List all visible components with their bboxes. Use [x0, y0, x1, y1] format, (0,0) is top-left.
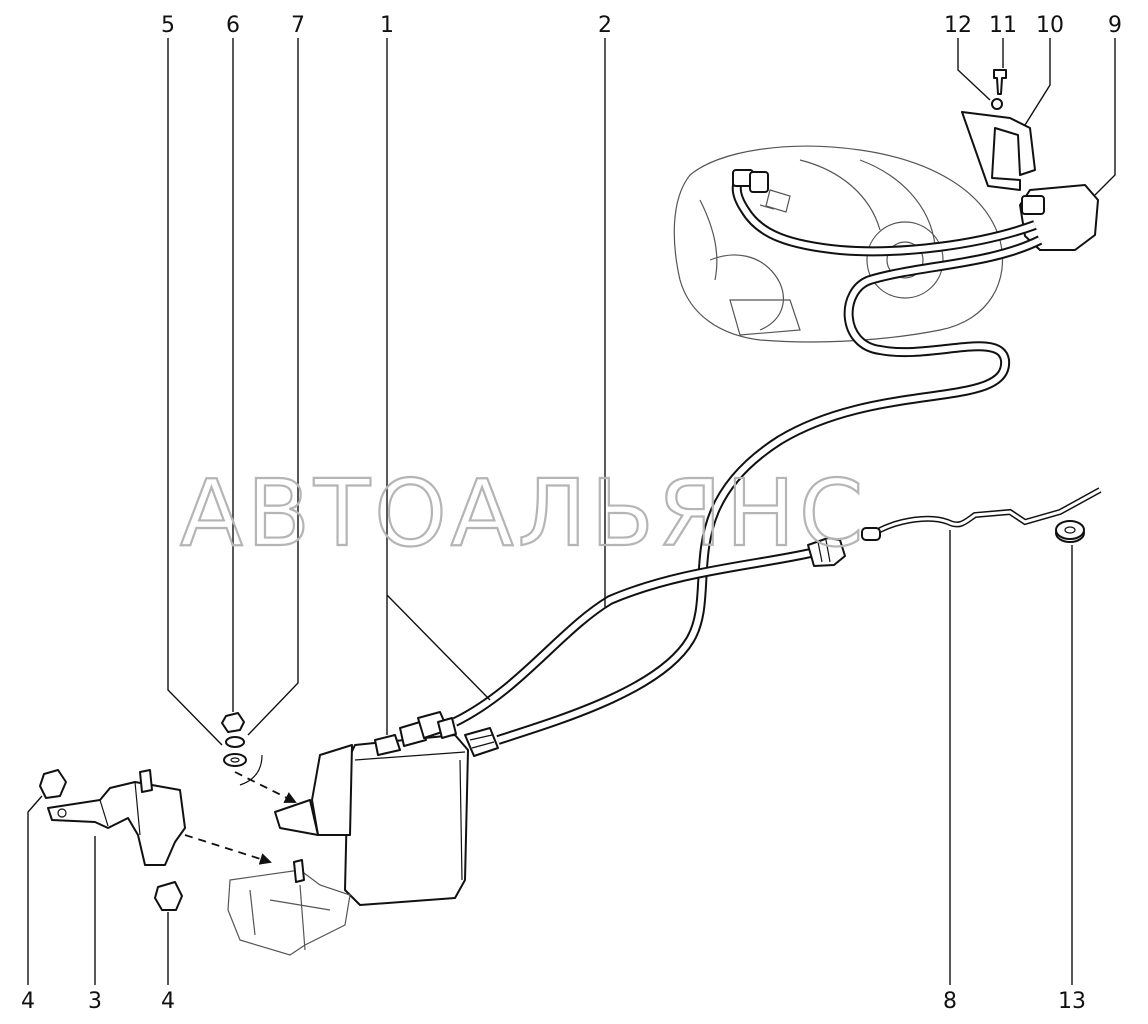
bolt-11 — [993, 69, 1007, 95]
valve-assembly — [961, 69, 1099, 251]
washer-12 — [991, 98, 1003, 110]
engine-block-sketch — [673, 145, 1004, 343]
callout-11: 11 — [989, 13, 1017, 38]
bracket-3 — [39, 769, 186, 911]
callout-3: 3 — [88, 989, 102, 1014]
grommet-13 — [1055, 520, 1085, 543]
body-mount-sketch — [227, 859, 351, 956]
hose-connector — [807, 537, 846, 567]
assembly-arrow-lower — [184, 834, 272, 865]
canister-1 — [274, 711, 499, 906]
leader-lines — [27, 38, 1116, 985]
callout-12: 12 — [944, 13, 972, 38]
callout-8: 8 — [943, 989, 957, 1014]
callout-5: 5 — [161, 13, 175, 38]
callout-9: 9 — [1108, 13, 1122, 38]
callout-4-right: 4 — [161, 989, 175, 1014]
callout-4-left: 4 — [21, 989, 35, 1014]
callout-labels: 1 2 5 6 7 12 11 10 9 4 3 4 8 13 — [21, 13, 1122, 1014]
callout-2: 2 — [598, 13, 612, 38]
bracket-10 — [961, 111, 1036, 191]
callout-7: 7 — [291, 13, 305, 38]
callout-10: 10 — [1036, 13, 1064, 38]
callout-1: 1 — [380, 13, 394, 38]
assembly-arrow-upper — [234, 771, 297, 803]
callout-6: 6 — [226, 13, 240, 38]
watermark-text: АВТОАЛЬЯНС — [180, 460, 867, 567]
callout-13: 13 — [1058, 989, 1086, 1014]
hoses — [452, 169, 1043, 745]
arc-mark — [239, 754, 263, 786]
fuel-tube-8 — [861, 487, 1102, 541]
fasteners-5-6-7 — [221, 712, 247, 767]
valve-port — [1021, 195, 1045, 215]
